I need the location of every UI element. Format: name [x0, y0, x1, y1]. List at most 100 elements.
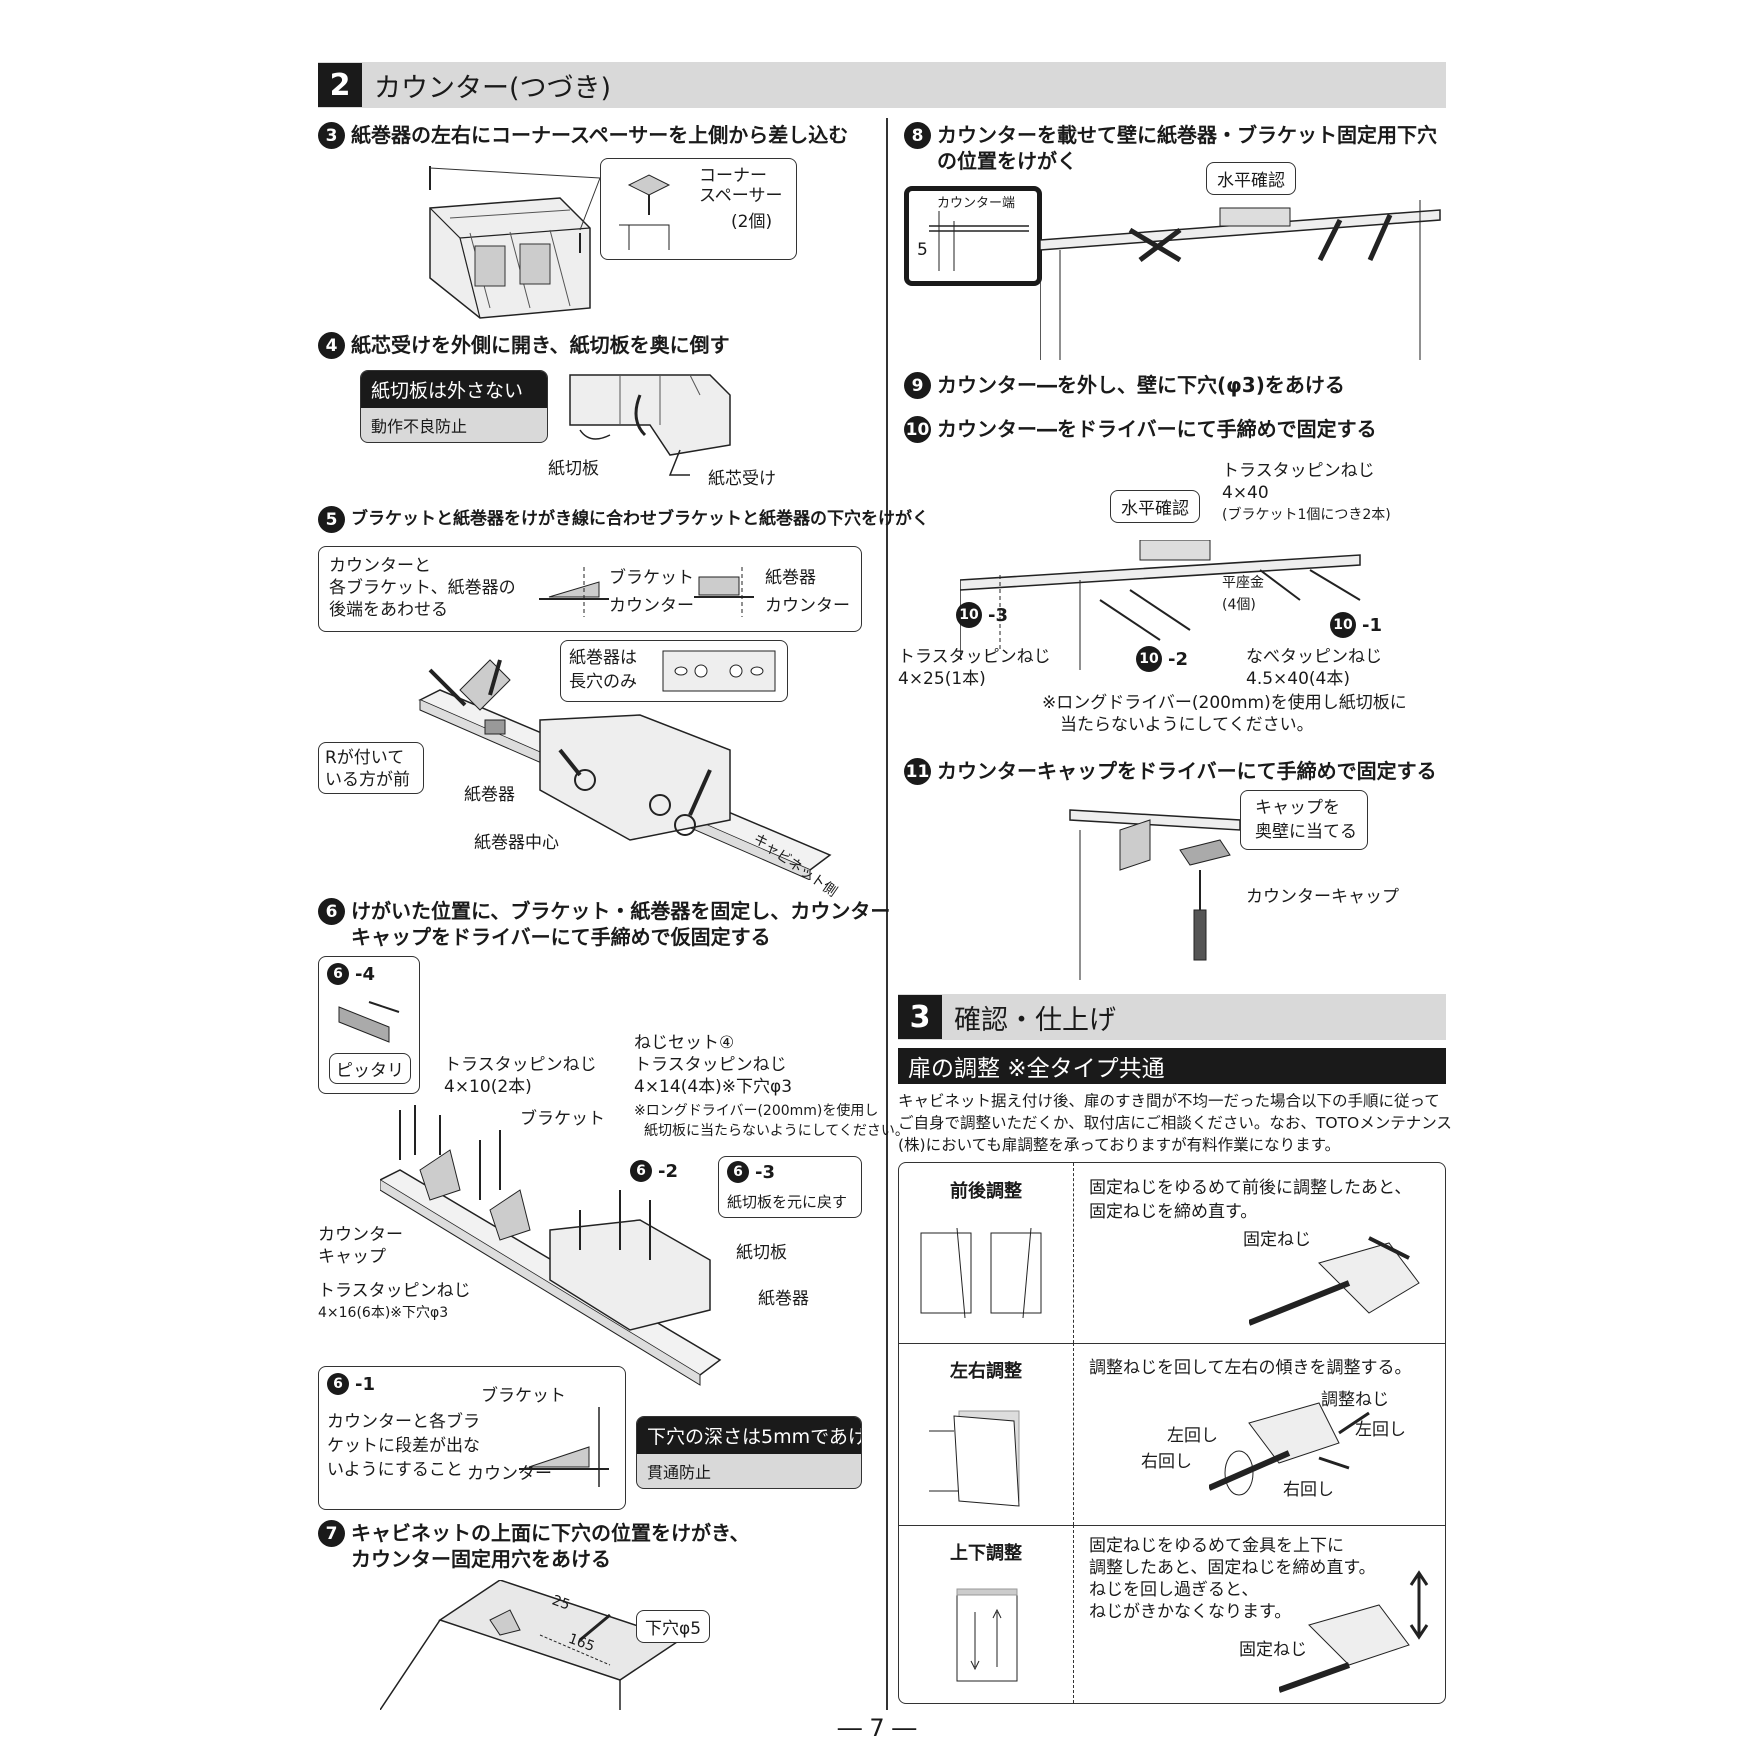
section-number: 2: [318, 63, 362, 107]
step-number: 6: [327, 1373, 349, 1395]
warning-reason: 貫通防止: [647, 1463, 712, 1482]
step-text: 紙芯受けを外側に開き、紙切板を奥に倒す: [351, 333, 730, 357]
col-divider: [1073, 1343, 1074, 1525]
substep-suffix: -1: [1362, 614, 1382, 636]
step-number: 10: [904, 416, 931, 443]
step-text: カウンター―を外し、壁に下穴(φ3)をあける: [937, 373, 1345, 397]
label-cap-1: カウンター: [318, 1225, 403, 1245]
substep-suffix: -2: [1168, 648, 1188, 670]
step-number: 7: [318, 1520, 345, 1547]
note-long-driver-b: 紙切板に当たらないようにしてください。: [644, 1123, 909, 1139]
callout-line-1: コーナー: [699, 166, 767, 186]
callout-line-2: スペーサー: [699, 186, 783, 206]
step-text-line-1: けがいた位置に、ブラケット・紙巻器を固定し、カウンター: [351, 899, 891, 923]
label-screw-b-size: 4×25(1本): [898, 669, 986, 689]
substep-10-1: 10 -1: [1330, 612, 1382, 638]
section-3-header: 3 確認・仕上げ: [898, 994, 1446, 1040]
label-holder-3: 紙巻器: [758, 1289, 809, 1309]
alignment-diagram: [539, 557, 859, 623]
substep-suffix: -4: [355, 963, 375, 985]
row-head: 上下調整: [950, 1543, 1022, 1564]
label-holder-2: 紙巻器: [464, 785, 515, 805]
flush-note-3: いようにすること: [327, 1460, 463, 1480]
step-6-heading: 6 けがいた位置に、ブラケット・紙巻器を固定し、カウンター キャップをドライバー…: [318, 898, 890, 950]
step-3-heading: 3 紙巻器の左右にコーナースペーサーを上側から差し込む: [318, 122, 848, 149]
step-number: 10: [1330, 612, 1356, 638]
label-screw-1: トラスタッピンねじ: [444, 1055, 597, 1075]
substep-6-2: 6 -2: [630, 1160, 678, 1182]
label-screw-c: なべタッピンねじ: [1246, 647, 1382, 667]
substep-label: 6 -3: [727, 1161, 775, 1183]
spacer-detail-icon: [609, 165, 689, 255]
fixing-screw-label-2: 固定ねじ: [1239, 1640, 1307, 1660]
note-line-2: 各ブラケット、紙巻器の: [329, 578, 516, 598]
fit-badge: ピッタリ: [329, 1053, 411, 1084]
substep-suffix: -2: [658, 1160, 678, 1182]
label-cutter-plate: 紙切板: [548, 459, 599, 479]
counter-end-diagram: [929, 211, 1029, 271]
step-number: 6: [727, 1161, 749, 1183]
page-number: ― 7 ―: [837, 1714, 917, 1742]
label-screw-1-size: 4×10(2本): [444, 1077, 532, 1097]
callout-line-3: (2個): [731, 212, 773, 232]
step-4-warning: 紙切板は外さない 動作不良防止: [360, 370, 548, 443]
warning-title: 紙切板は外さない: [361, 371, 547, 408]
label-screw-3-size: 4×16(6本)※下穴φ3: [318, 1305, 449, 1321]
label-bracket: ブラケット: [609, 568, 694, 588]
label-left-turn-b: 左回し: [1355, 1420, 1406, 1440]
step-6-warning: 下穴の深さは5mmであける 貫通防止: [636, 1416, 862, 1489]
note-line-1: カウンターと: [329, 556, 431, 576]
slot-detail-icon: [661, 649, 777, 693]
adjust-row-up-down: 上下調整 固定ねじをゆるめて金具を上下に 調整したあと、固定ねじを締め直す。 ね…: [899, 1525, 1445, 1703]
label-counter: カウンター: [609, 596, 694, 616]
substep-suffix: -1: [355, 1373, 375, 1395]
label-screw-a-note: (ブラケット1個につき2本): [1222, 507, 1391, 523]
row-desc-1: 調整ねじを回して左右の傾きを調整する。: [1089, 1358, 1412, 1378]
label-right-turn-a: 右回し: [1141, 1452, 1192, 1472]
step-3-leader-lines: [420, 150, 620, 240]
step-number: 3: [318, 122, 345, 149]
step-number: 8: [904, 122, 931, 149]
column-divider: [886, 118, 888, 1710]
step-number: 11: [904, 758, 931, 785]
slot-line-1: 紙巻器は: [569, 648, 637, 668]
row-head: 左右調整: [950, 1361, 1022, 1382]
adjust-table: 前後調整 固定ねじをゆるめて前後に調整したあと、 固定ねじを締め直す。 固定ねじ…: [898, 1162, 1446, 1704]
label-screw-a: トラスタッピンねじ: [1222, 461, 1375, 481]
warning-title: 下穴の深さは5mmであける: [637, 1417, 861, 1454]
slot-callout: 紙巻器は 長穴のみ: [560, 640, 788, 702]
restore-cutter-text: 紙切板を元に戻す: [727, 1193, 848, 1211]
hinge-left-right-icon: [1209, 1393, 1379, 1503]
step-number: 6: [318, 898, 345, 925]
step-8-heading: 8 カウンターを載せて壁に紙巻器・ブラケット固定用下穴 の位置をけがく: [904, 122, 1437, 174]
step-9-heading: 9 カウンター―を外し、壁に下穴(φ3)をあける: [904, 372, 1345, 399]
step-text-line-2: の位置をけがく: [937, 149, 1077, 173]
label-screw-set: ねじセット④: [634, 1033, 735, 1053]
step-5-alignment-callout: カウンターと 各ブラケット、紙巻器の 後端をあわせる ブラケット カウンター 紙…: [318, 546, 862, 632]
row-desc-4: ねじがきかなくなります。: [1089, 1602, 1292, 1622]
flush-note-2: ケットに段差が出な: [327, 1436, 480, 1456]
r-line-1: Rが付いて: [325, 748, 405, 768]
step-3-illustration: [420, 158, 620, 328]
step-7-illustration: [380, 1580, 680, 1710]
section-title: カウンター(つづき): [374, 72, 612, 104]
hinge-up-down-icon: [1279, 1565, 1439, 1695]
row-desc-2: 固定ねじを締め直す。: [1089, 1202, 1258, 1222]
substep-10-2: 10 -2: [1136, 646, 1188, 672]
r-line-2: いる方が前: [325, 770, 410, 790]
row-head: 前後調整: [950, 1181, 1022, 1202]
step-6-4-callout: 6 -4 ピッタリ: [318, 956, 420, 1094]
step-6-illustration: [380, 1100, 740, 1390]
pilot-hole-callout: 下穴φ5: [636, 1610, 711, 1643]
step-text: 紙巻器の左右にコーナースペーサーを上側から差し込む: [351, 123, 849, 147]
substep-label: 6 -4: [327, 963, 375, 985]
up-down-diagram-icon: [955, 1587, 1025, 1687]
step-10-heading: 10 カウンター―をドライバーにて手締めで固定する: [904, 416, 1377, 443]
label-counter-2: カウンター: [765, 596, 850, 616]
level-check-callout-2: 水平確認: [1110, 490, 1200, 523]
step-text-line-1: カウンターを載せて壁に紙巻器・ブラケット固定用下穴: [937, 123, 1437, 147]
adjust-row-left-right: 左右調整 調整ねじを回して左右の傾きを調整する。 調整ねじ 左回し 右回し 左回…: [899, 1343, 1445, 1526]
label-holder-center: 紙巻器中心: [474, 833, 559, 853]
label-washer-count: (4個): [1222, 597, 1256, 613]
label-counter-cap: カウンターキャップ: [1246, 887, 1399, 907]
